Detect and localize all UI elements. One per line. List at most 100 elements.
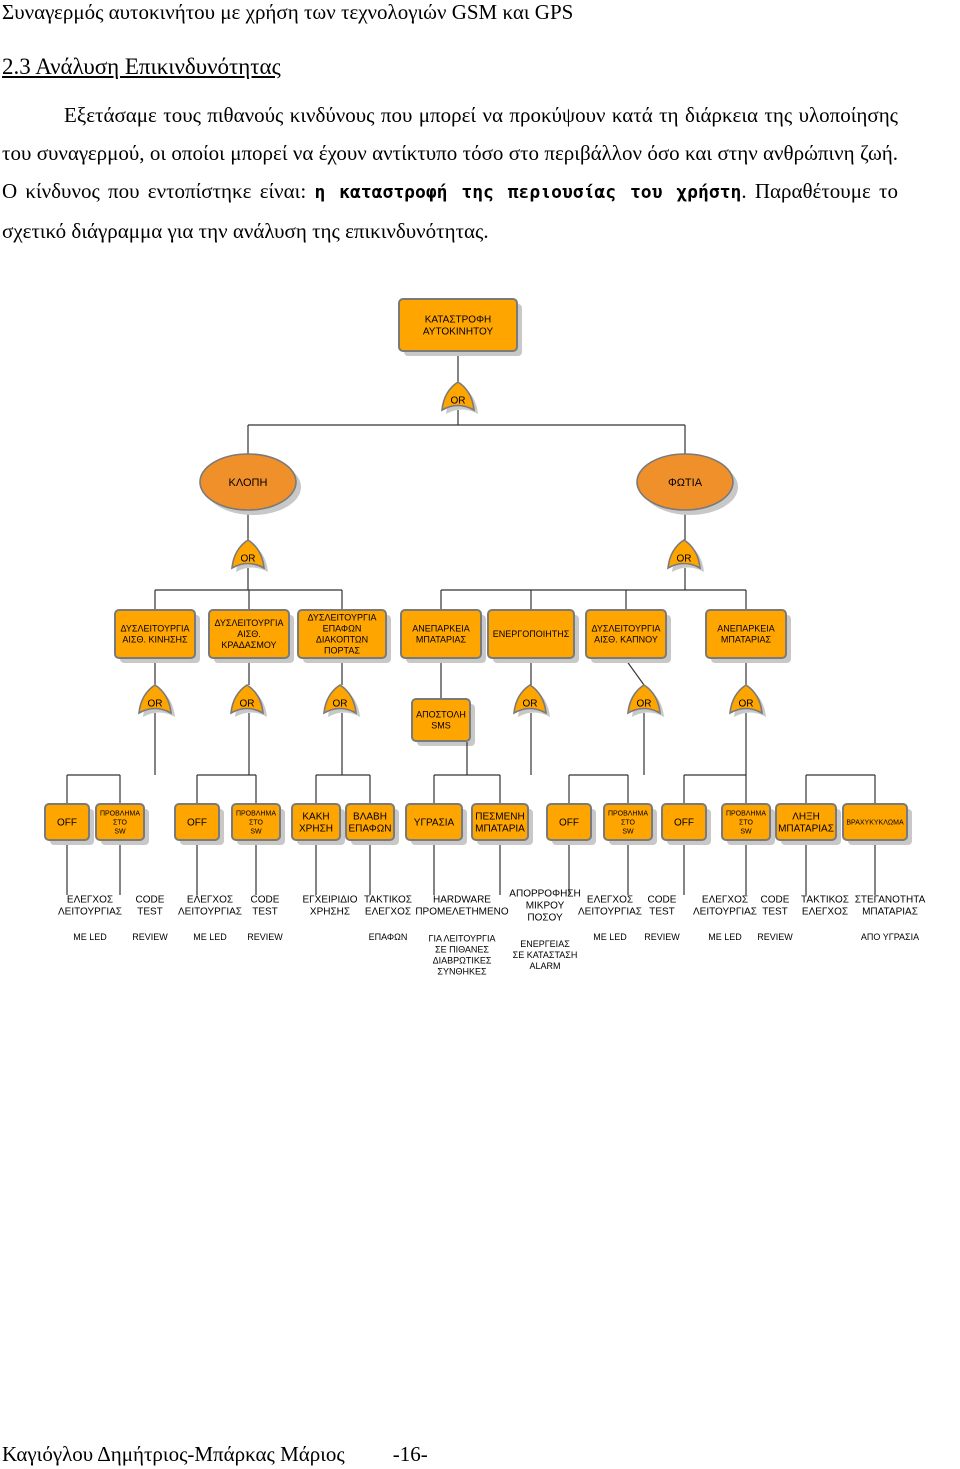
or-gate-label: OR	[333, 699, 348, 710]
connector-line	[625, 659, 645, 686]
page-number: -16-	[392, 1442, 428, 1466]
measure-12-note: REVIEW	[757, 932, 793, 942]
or-gate-label: OR	[451, 396, 466, 407]
paragraph-text-1: Εξετάσαμε τους πιθανούς κινδύνους που μπ…	[2, 103, 898, 203]
or-gate-label: OR	[523, 699, 538, 710]
or-gate	[230, 684, 264, 715]
cause-box-5-label: ΕΝΕΡΓΟΠΟΙΗΤΗΣ	[493, 629, 570, 639]
page-footer: Καγιόγλου Δημήτριος-Μπάρκας Μάριος -16-	[2, 1442, 428, 1467]
or-gate-label: OR	[240, 699, 255, 710]
or-gate	[627, 684, 661, 715]
basic-event-11	[661, 803, 707, 841]
or-gate-label: OR	[148, 699, 163, 710]
basic-event-5	[291, 803, 341, 841]
basic-event-1-label: OFF	[57, 818, 77, 829]
intro-paragraph: Εξετάσαμε τους πιθανούς κινδύνους που μπ…	[2, 96, 898, 250]
basic-event-8	[471, 803, 529, 841]
measure-4-note: REVIEW	[247, 932, 283, 942]
sms-box	[411, 698, 471, 742]
measure-9-note: ΜΕ LED	[593, 932, 627, 942]
cause-box-7	[705, 609, 787, 659]
basic-event-11-label: OFF	[674, 818, 694, 829]
event-fire-label: ΦΩΤΙΑ	[668, 477, 703, 489]
event-theft	[199, 453, 297, 511]
or-gate	[231, 539, 265, 570]
measure-3-note: ΜΕ LED	[193, 932, 227, 942]
cause-box-5	[487, 609, 575, 659]
cause-box-2	[208, 609, 290, 659]
or-gate-label: OR	[739, 699, 754, 710]
basic-event-14-label: ΒΡΑΧΥΚΥΚΛΩΜΑ	[846, 819, 904, 826]
cause-box-1	[114, 609, 196, 659]
basic-event-3	[174, 803, 220, 841]
measure-10-note: REVIEW	[644, 932, 680, 942]
or-gate	[667, 539, 701, 570]
basic-event-2	[95, 803, 145, 841]
measure-2-note: REVIEW	[132, 932, 168, 942]
section-title: 2.3 Ανάλυση Επικινδυνότητας	[2, 54, 281, 79]
basic-event-9-label: OFF	[559, 818, 579, 829]
footer-authors: Καγιόγλου Δημήτριος-Μπάρκας Μάριος	[2, 1442, 345, 1466]
basic-event-12	[721, 803, 771, 841]
basic-event-6	[345, 803, 395, 841]
cause-box-4	[400, 609, 482, 659]
page-header: Συναγερμός αυτοκινήτου με χρήση των τεχν…	[2, 0, 574, 24]
paragraph-text-2: . Παραθέτουμε το σχετικό διάγραμμα για τ…	[2, 179, 898, 243]
or-gate	[729, 684, 763, 715]
or-gate	[513, 684, 547, 715]
event-fire	[636, 453, 734, 511]
cause-box-6	[585, 609, 667, 659]
basic-event-14	[842, 803, 908, 841]
basic-event-9	[546, 803, 592, 841]
basic-event-1	[44, 803, 90, 841]
measure-11-note: ΜΕ LED	[708, 932, 742, 942]
basic-event-3-label: OFF	[187, 818, 207, 829]
or-gate-label: OR	[637, 699, 652, 710]
measure-1-note: ΜΕ LED	[73, 932, 107, 942]
basic-event-4	[231, 803, 281, 841]
event-theft-label: ΚΛΟΠΗ	[229, 477, 268, 489]
basic-event-7	[405, 803, 463, 841]
measure-14-note: ΑΠΟ ΥΓΡΑΣΙΑ	[861, 932, 919, 942]
measure-6-note: ΕΠΑΦΩΝ	[369, 932, 408, 942]
paragraph-bold: η καταστροφή της περιουσίας του χρήστη	[314, 182, 742, 203]
or-gate	[138, 684, 172, 715]
basic-event-7-label: ΥΓΡΑΣΙΑ	[414, 818, 455, 829]
basic-event-10	[603, 803, 653, 841]
or-gate	[441, 381, 475, 412]
cause-box-3	[297, 609, 387, 659]
or-gate-label: OR	[241, 554, 256, 565]
